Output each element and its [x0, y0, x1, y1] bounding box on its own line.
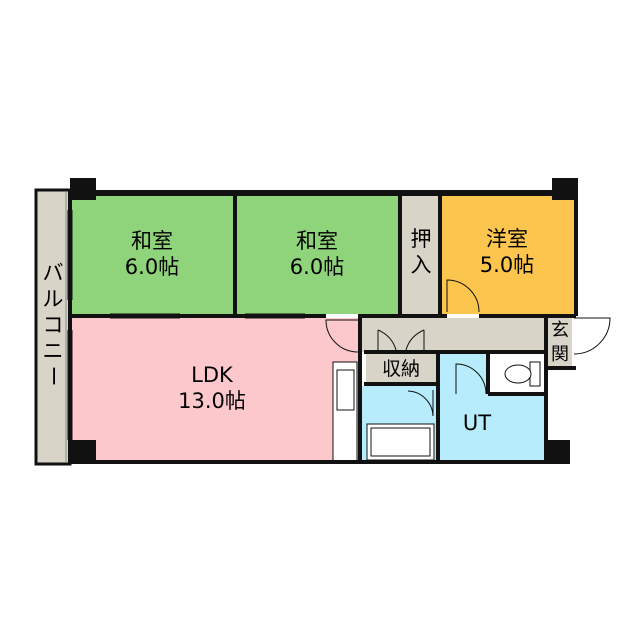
- ldk-size: 13.0帖: [178, 389, 246, 413]
- balcony-label-2: ル: [43, 287, 64, 311]
- genkan-label-2: 関: [551, 344, 569, 365]
- genkan-area: [548, 318, 572, 368]
- washitsu-1-name: 和室: [131, 229, 173, 253]
- closet-door-right: [405, 329, 425, 351]
- balcony-label-1: バ: [43, 261, 64, 285]
- window-marks: [67, 210, 305, 440]
- balcony-label-5: ー: [41, 366, 65, 387]
- washitsu-2-size: 6.0帖: [290, 255, 344, 279]
- bath-door-swing: [407, 390, 434, 417]
- genkan-label-1: 玄: [551, 320, 569, 341]
- toilet-bowl: [504, 364, 532, 384]
- closet-door-left: [377, 329, 397, 351]
- bathtub: [366, 423, 435, 461]
- ldk-door-swing: [325, 319, 359, 353]
- washitsu-2-name: 和室: [296, 229, 338, 253]
- oshiire-label-1: 押: [411, 227, 432, 251]
- youshitsu-size: 5.0帖: [480, 253, 534, 277]
- corridor-area: [362, 318, 546, 352]
- youshitsu-area: [442, 192, 576, 314]
- bathtub-inner: [370, 427, 431, 457]
- shuunou-area: [366, 354, 436, 383]
- kitchen-sink: [336, 369, 355, 411]
- washitsu-1-size: 6.0帖: [125, 255, 179, 279]
- ut-label: UT: [463, 411, 491, 435]
- walls: [68, 190, 578, 464]
- balcony-label-4: ニ: [43, 339, 64, 363]
- washitsu-1-area: [72, 192, 233, 314]
- oshiire-area: [402, 192, 438, 314]
- balcony-label-5-group: ー: [41, 366, 65, 387]
- washitsu-2-area: [237, 192, 398, 314]
- pillars: [70, 178, 578, 464]
- ldk-name: LDK: [191, 363, 234, 387]
- balcony-label-3: コ: [43, 313, 64, 337]
- youshitsu-name: 洋室: [486, 227, 528, 251]
- oshiire-label-2: 入: [411, 253, 432, 277]
- youshitsu-door-swing: [446, 279, 480, 313]
- ut-door-swing: [455, 363, 487, 395]
- balcony-area: [34, 188, 72, 466]
- ldk-area: [72, 318, 360, 462]
- entrance-door-swing: [573, 317, 611, 355]
- shuunou-label: 収納: [382, 358, 420, 380]
